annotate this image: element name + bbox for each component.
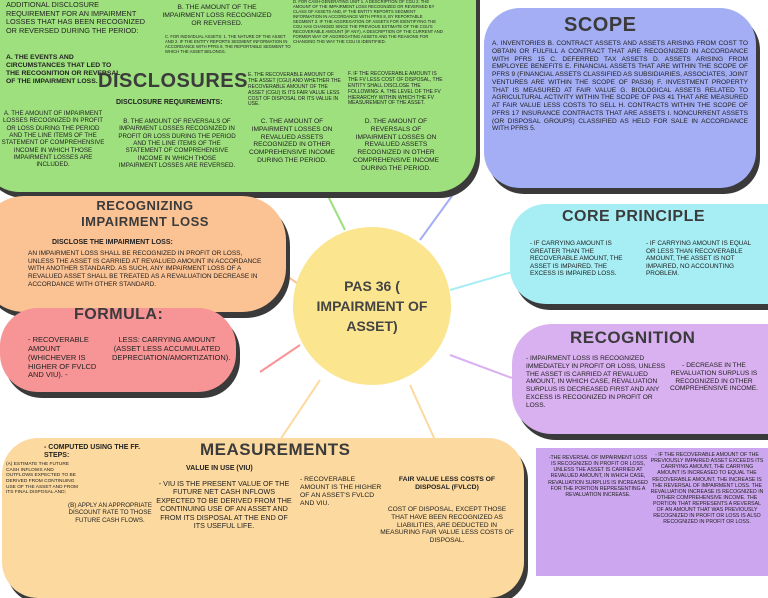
scope-items: A. INVENTORIES B. CONTRACT ASSETS AND AS… [492, 40, 748, 133]
reversal-node [536, 448, 768, 576]
core-left: - IF CARRYING AMOUNT IS GREATER THAN THE… [530, 240, 623, 278]
measurements-viu-title: VALUE IN USE (VIU) [186, 465, 253, 472]
link-measurements-right [409, 384, 436, 441]
disclosures-title: DISCLOSURES [98, 70, 248, 92]
disclosures-c-individual: C. FOR INDIVIDUAL ASSETS: 1. THE NATURE … [165, 34, 291, 54]
link-scope [419, 177, 466, 241]
reversal-left: -THE REVERSAL OF IMPAIRMENT LOSS IS RECO… [548, 455, 648, 498]
formula-title: FORMULA: [74, 306, 164, 323]
core-node [510, 204, 768, 304]
link-formula [259, 344, 301, 373]
measurements-fvlcd-body: COST OF DISPOSAL, EXCEPT THOSE THAT HAVE… [380, 506, 514, 545]
recognizing-node [0, 196, 286, 312]
measurements-fvlcd-title: FAIR VALUE LESS COSTS OF DISPOSAL (FVLCD… [398, 476, 496, 492]
link-core [449, 271, 513, 291]
recognition-title: RECOGNITION [570, 328, 696, 347]
measurements-node [2, 438, 524, 598]
central-topic-node: PAS 36 ( IMPAIRMENT OF ASSET) [293, 227, 451, 385]
scope-node [484, 8, 756, 188]
recognition-node [512, 324, 768, 434]
recognition-left: - IMPAIRMENT LOSS IS RECOGNIZED IMMEDIAT… [526, 355, 666, 409]
recognition-right: - DECREASE IN THE REVALUATION SURPLUS IS… [670, 362, 758, 393]
measurements-step-b: (B) APPLY AN APPROPRIATE DISCOUNT RATE T… [68, 502, 152, 524]
measurements-viu-body: - VIU IS THE PRESENT VALUE OF THE FUTURE… [156, 479, 292, 531]
core-right: - IF CARRYING AMOUNT IS EQUAL OR LESS TH… [646, 240, 751, 278]
recognizing-title: RECOGNIZING IMPAIRMENT LOSS [81, 198, 209, 230]
formula-node [0, 308, 236, 392]
measurements-title: MEASUREMENTS [200, 440, 351, 459]
disclosures-a-head: A. THE EVENTS AND CIRCUMSTANCES THAT LED… [6, 54, 121, 86]
measurements-step-a: (A) ESTIMATE THE FUTURE CASH INFLOWS AND… [6, 462, 79, 496]
disclosures-req-c: C. THE AMOUNT OF IMPAIRMENT LOSSES ON RE… [248, 118, 336, 164]
scope-title: SCOPE [564, 14, 637, 36]
recognizing-body: AN IMPAIRMENT LOSS SHALL BE RECOGNIZED I… [28, 250, 262, 288]
disclosures-f-fair-value: F. IF THE RECOVERABLE AMOUNT IS THE FV L… [348, 71, 443, 107]
disclosures-req-a: A. THE AMOUNT OF IMPAIRMENT LOSSES RECOG… [1, 110, 105, 169]
measurements-computed: - COMPUTED USING THE FF. STEPS: [44, 444, 141, 460]
recognizing-subtitle: DISCLOSE THE IMPAIRMENT LOSS: [52, 239, 173, 246]
measurements-recoverable: - RECOVERABLE AMOUNT IS THE HIGHER OF AN… [300, 476, 382, 508]
disclosures-e-recoverable: E. THE RECOVERABLE AMOUNT OF THE ASSET (… [248, 72, 341, 108]
connector-lines [259, 177, 513, 441]
disclosures-node [0, 0, 476, 192]
link-measurements-left [279, 379, 321, 441]
disclosures-intro: ADDITIONAL DISCLOSURE REQUIREMENT FOR AN… [6, 0, 146, 35]
central-topic-title: PAS 36 ( IMPAIRMENT OF ASSET) [316, 277, 428, 335]
disclosures-req-b: B. THE AMOUNT OF REVERSALS OF IMPAIRMENT… [118, 118, 236, 169]
disclosures-req-d: D. THE AMOUNT OF REVERSALS OF IMPAIRMENT… [352, 118, 440, 172]
disclosures-req-title: DISCLOSURE REQUIREMENTS: [116, 99, 223, 106]
link-recognition [449, 354, 513, 379]
reversal-right: - IF THE RECOVERABLE AMOUNT OF THE PREVI… [650, 452, 764, 526]
disclosures-d-cgu: D. FOR CASH-GENERATING UNIT 1. A DESCRIP… [293, 0, 443, 44]
core-title: CORE PRINCIPLE [562, 208, 706, 225]
disclosures-b-head: B. THE AMOUNT OF THE IMPAIRMENT LOSS REC… [162, 4, 272, 28]
formula-right: LESS: CARRYING AMOUNT (ASSET LESS ACCUMU… [112, 335, 231, 362]
formula-left: - RECOVERABLE AMOUNT (WHICHEVER IS HIGHE… [28, 335, 97, 380]
